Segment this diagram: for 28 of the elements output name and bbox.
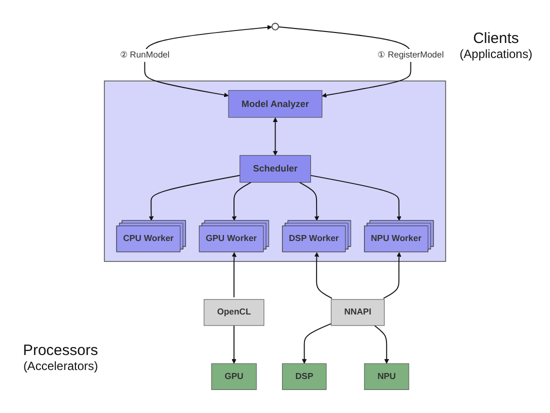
edge-label: ② RunModel bbox=[120, 50, 170, 60]
cluster bbox=[104, 80, 446, 262]
side-label: Processors bbox=[22, 342, 98, 359]
arrow bbox=[272, 117, 278, 156]
node-box: DSP bbox=[282, 363, 327, 390]
arrow bbox=[144, 24, 272, 98]
arrow bbox=[382, 252, 402, 299]
arrow bbox=[148, 174, 240, 221]
arrow bbox=[310, 174, 402, 221]
side-label: (Accelerators) bbox=[22, 359, 98, 373]
node-box: GPU bbox=[211, 363, 257, 390]
node-box: Model Analyzer bbox=[228, 90, 322, 118]
arrow bbox=[314, 252, 332, 299]
arrow bbox=[278, 26, 412, 98]
arrow bbox=[232, 325, 236, 364]
node-person bbox=[271, 22, 280, 30]
arrow bbox=[302, 323, 332, 364]
node-caption: (Applications) bbox=[458, 47, 534, 61]
arrow bbox=[232, 252, 237, 298]
arrow bbox=[298, 182, 320, 221]
node-box: NNAPI bbox=[330, 299, 385, 326]
node-caption: Clients bbox=[472, 30, 520, 47]
node-box: Scheduler bbox=[240, 155, 311, 183]
arrow bbox=[232, 182, 252, 221]
edge-label: ① RegisterModel bbox=[378, 50, 444, 60]
arrow bbox=[374, 325, 390, 364]
node-box: NPU bbox=[364, 363, 410, 390]
node-box: OpenCL bbox=[204, 299, 264, 326]
